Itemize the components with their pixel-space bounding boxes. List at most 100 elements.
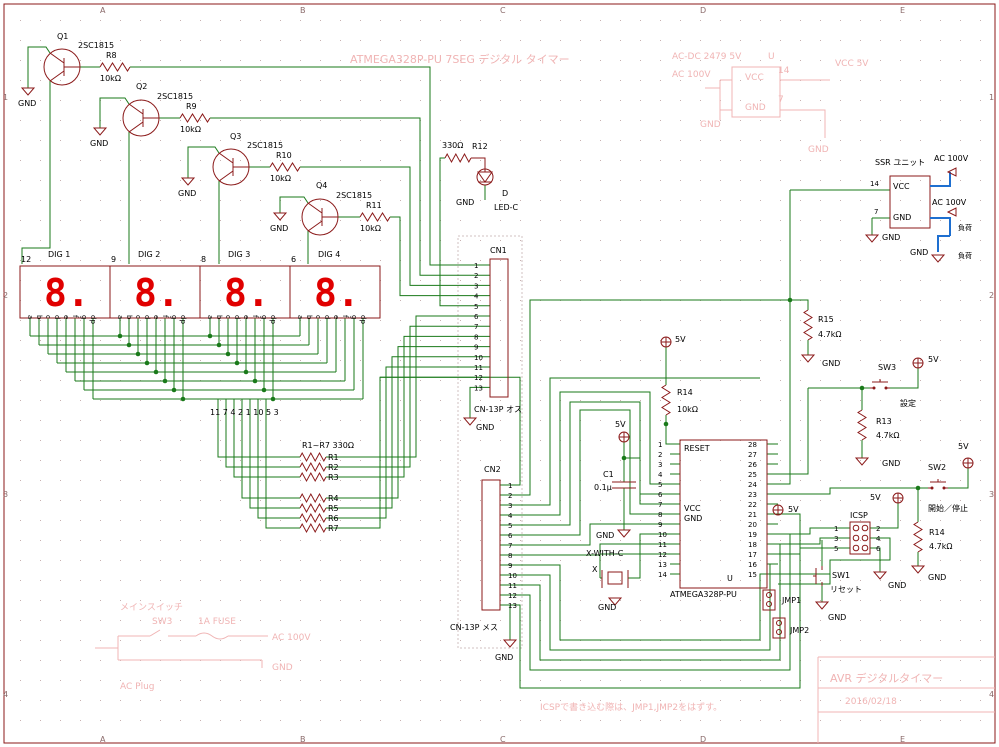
grid-dot [780, 240, 781, 241]
led-body [476, 168, 494, 186]
grid-dot [940, 520, 941, 521]
grid-dot [40, 600, 41, 601]
grid-dot [980, 560, 981, 561]
grid-dot [900, 240, 901, 241]
grid-dot [580, 340, 581, 341]
grid-dot [240, 260, 241, 261]
grid-dot [200, 420, 201, 421]
grid-dot [760, 720, 761, 721]
mcu-reset-label: RESET [684, 444, 710, 453]
grid-dot [460, 600, 461, 601]
grid-dot [900, 200, 901, 201]
grid-dot [720, 320, 721, 321]
grid-dot [980, 160, 981, 161]
grid-dot [560, 540, 561, 541]
wire [439, 157, 490, 307]
grid-dot [100, 60, 101, 61]
grid-dot [420, 520, 421, 521]
wire [778, 537, 891, 585]
grid-dot [120, 400, 121, 401]
grid-dot [400, 640, 401, 641]
grid-dot [620, 580, 621, 581]
ground-symbol [930, 254, 946, 263]
grid-dot [740, 420, 741, 421]
cn2-name: CN-13P メス [450, 623, 498, 632]
grid-dot [20, 180, 21, 181]
grid-dot [720, 160, 721, 161]
grid-dot [820, 240, 821, 241]
wire [326, 315, 490, 458]
grid-dot [180, 160, 181, 161]
grid-dot [700, 480, 701, 481]
grid-dot [240, 500, 241, 501]
grid-dot [540, 520, 541, 521]
grid-dot [180, 260, 181, 261]
grid-dot [360, 360, 361, 361]
faded-main-wires [95, 629, 268, 668]
wire [210, 117, 490, 276]
grid-dot [720, 580, 721, 581]
grid-dot [260, 260, 261, 261]
grid-dot [160, 40, 161, 41]
grid-dot [640, 380, 641, 381]
grid-dot [40, 40, 41, 41]
grid-dot [900, 320, 901, 321]
grid-dot [960, 700, 961, 701]
grid-dot [560, 700, 561, 701]
grid-dot [140, 600, 141, 601]
r14b-value: 4.7kΩ [929, 542, 952, 551]
grid-dot [840, 680, 841, 681]
ground-symbol [502, 639, 518, 648]
grid-dot [80, 600, 81, 601]
grid-dot [260, 300, 261, 301]
res-array-item: R3 [328, 473, 339, 482]
mcu-left-pin: 2 [658, 451, 662, 459]
grid-dot [860, 260, 861, 261]
wire [380, 376, 521, 486]
grid-dot [300, 260, 301, 261]
grid-dot [880, 420, 881, 421]
cn1-ground-label: GND [476, 423, 494, 432]
grid-dot [600, 500, 601, 501]
grid-dot [460, 120, 461, 121]
grid-dot [360, 40, 361, 41]
grid-dot [860, 400, 861, 401]
grid-dot [800, 220, 801, 221]
grid-dot [240, 200, 241, 201]
grid-dots [20, 20, 981, 721]
grid-dot [400, 460, 401, 461]
grid-dot [260, 460, 261, 461]
grid-dot [660, 720, 661, 721]
grid-dot [120, 700, 121, 701]
grid-dot [100, 660, 101, 661]
grid-dot [680, 260, 681, 261]
grid-dot [620, 60, 621, 61]
grid-dot [540, 460, 541, 461]
grid-dot [40, 200, 41, 201]
grid-dot [520, 200, 521, 201]
grid-dot [100, 480, 101, 481]
grid-row-2-right: 2 [989, 291, 994, 300]
resistor-value: 10kΩ [180, 125, 201, 134]
junction-dot [225, 351, 231, 357]
grid-dot [880, 20, 881, 21]
grid-dot [480, 20, 481, 21]
grid-dot [820, 480, 821, 481]
ssr-vcc: VCC [893, 182, 910, 191]
grid-dot [380, 80, 381, 81]
grid-dot [640, 180, 641, 181]
grid-dot [160, 60, 161, 61]
grid-dot [320, 200, 321, 201]
grid-dot [500, 100, 501, 101]
grid-dot [680, 680, 681, 681]
grid-dot [260, 540, 261, 541]
mcu-right-pin: 26 [748, 461, 757, 469]
grid-dot [920, 720, 921, 721]
grid-dot [140, 120, 141, 121]
grid-dot [180, 720, 181, 721]
grid-dot [780, 420, 781, 421]
grid-dot [280, 360, 281, 361]
segment-letter: f [71, 315, 79, 318]
grid-dot [420, 20, 421, 21]
grid-dot [40, 160, 41, 161]
